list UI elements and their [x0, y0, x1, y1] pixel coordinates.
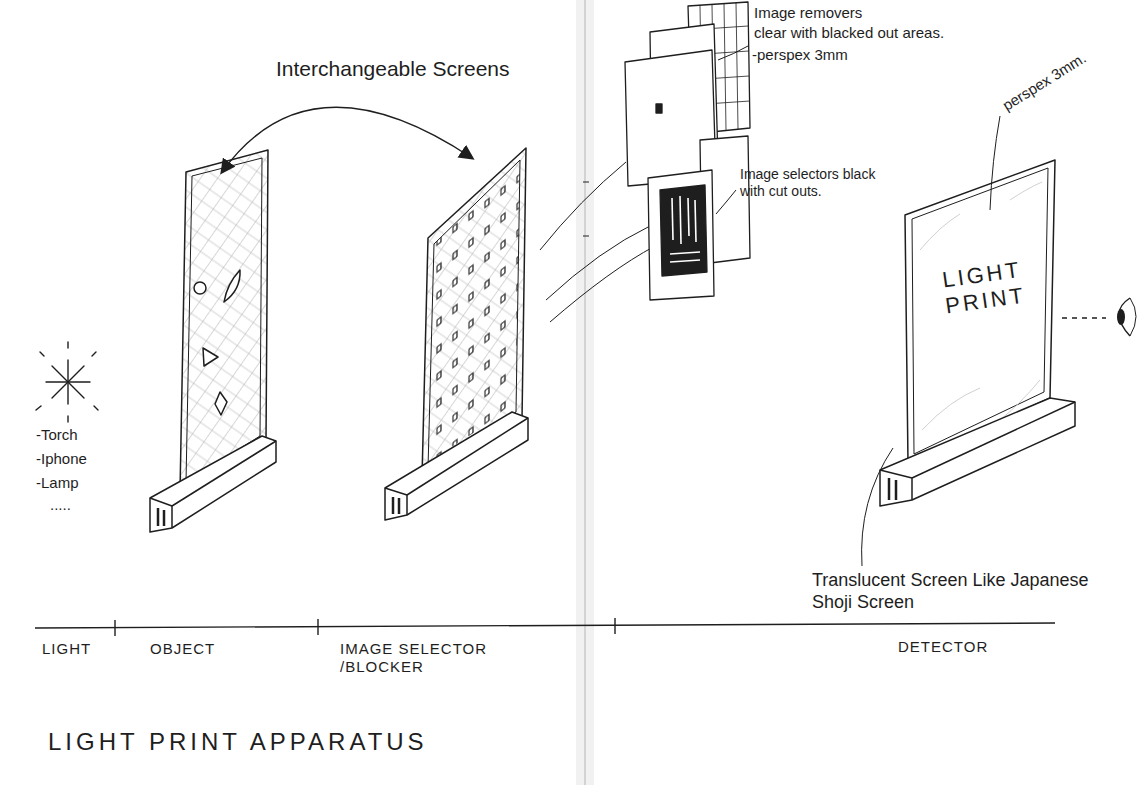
rect-stroke: [576, 0, 594, 785]
g-stroke: [36, 342, 98, 422]
sketch-label: -Torch: [36, 426, 78, 444]
line-stroke: [92, 352, 96, 356]
line-stroke: [583, 182, 589, 183]
line-stroke: [670, 260, 700, 262]
g-stroke: [385, 140, 530, 520]
g-stroke: [648, 136, 750, 300]
path-stroke: [1130, 298, 1136, 336]
line-stroke: [672, 198, 673, 240]
polygon-stroke: [186, 158, 262, 482]
line-stroke: [584, 0, 586, 785]
sketch-label: perspex 3mm.: [999, 49, 1089, 115]
polygon-stroke: [648, 170, 714, 300]
screen-text: LIGHT PRINT: [933, 256, 1035, 322]
line-stroke: [150, 498, 172, 506]
line-stroke: [736, 3, 738, 129]
line-stroke: [912, 402, 1075, 478]
polygon-stroke: [880, 398, 1075, 506]
line-stroke: [680, 196, 681, 244]
line-stroke: [52, 366, 84, 398]
g-stroke: [35, 618, 1055, 636]
line-stroke: [724, 4, 726, 130]
sketch-label: -perspex 3mm: [752, 46, 848, 64]
line-stroke: [911, 478, 913, 500]
g-stroke: [920, 182, 1042, 430]
path-stroke: [546, 226, 650, 300]
sketch-label: OBJECT: [150, 640, 215, 658]
sketch-label: Image removers: [754, 4, 862, 22]
path-stroke: [224, 270, 240, 302]
line-stroke: [406, 495, 408, 515]
path-stroke: [35, 623, 1055, 628]
sketch-label: Image selectors black with cut outs.: [740, 166, 880, 200]
line-stroke: [114, 620, 115, 636]
line-stroke: [880, 470, 912, 478]
line-stroke: [1062, 317, 1106, 318]
line-stroke: [94, 406, 98, 410]
line-stroke: [67, 342, 68, 348]
polygon-stroke: [660, 185, 707, 276]
path-stroke: [990, 116, 1000, 210]
path-stroke: [550, 246, 655, 322]
sketch-title: LIGHT PRINT APPARATUS: [48, 728, 428, 757]
line-stroke: [36, 406, 41, 410]
polygon-stroke: [150, 436, 276, 532]
path-stroke: [922, 388, 980, 430]
rect-stroke: [656, 104, 662, 113]
g-stroke: [540, 162, 655, 322]
line-stroke: [695, 200, 696, 242]
path-stroke: [222, 107, 472, 172]
sketch-label: DETECTOR: [898, 638, 988, 656]
line-stroke: [52, 366, 84, 398]
line-stroke: [385, 488, 407, 495]
polygon-stroke: [385, 412, 528, 520]
line-stroke: [171, 506, 173, 528]
line-stroke: [163, 510, 166, 526]
g-stroke: [150, 150, 276, 532]
line-stroke: [40, 352, 44, 356]
sketch-label: LIGHT: [42, 640, 91, 658]
line-stroke: [172, 441, 276, 506]
sketch-label: -Lamp: [36, 474, 79, 492]
sketch-label: Interchangeable Screens: [276, 56, 510, 81]
sketch-label: .....: [50, 496, 71, 514]
line-stroke: [67, 416, 68, 422]
sketch-label: -Iphone: [36, 450, 87, 468]
path-stroke: [540, 162, 626, 250]
line-stroke: [407, 418, 528, 495]
polygon-stroke: [203, 348, 218, 366]
ellipse-stroke: [1117, 309, 1125, 325]
line-stroke: [392, 497, 395, 514]
line-stroke: [398, 498, 401, 514]
line-stroke: [895, 480, 898, 500]
sketch-label: clear with blacked out areas.: [754, 24, 984, 42]
path-stroke: [716, 190, 736, 214]
path-stroke: [1010, 182, 1042, 200]
g-stroke: [670, 196, 700, 262]
line-stroke: [670, 252, 700, 254]
sketch-label: IMAGE SELECTOR /BLOCKER: [340, 640, 500, 676]
sketch-label: Translucent Screen Like Japanese Shoji S…: [812, 570, 1112, 613]
polygon-stroke: [215, 392, 227, 415]
line-stroke: [888, 478, 891, 500]
line-stroke: [614, 618, 615, 634]
line-stroke: [157, 508, 160, 526]
circle-stroke: [194, 282, 206, 294]
g-stroke: [880, 160, 1075, 506]
path-stroke: [862, 448, 893, 566]
line-stroke: [688, 198, 689, 236]
line-stroke: [583, 236, 589, 237]
path-stroke: [920, 214, 960, 250]
line-stroke: [317, 619, 318, 635]
path-stroke: [718, 46, 748, 60]
